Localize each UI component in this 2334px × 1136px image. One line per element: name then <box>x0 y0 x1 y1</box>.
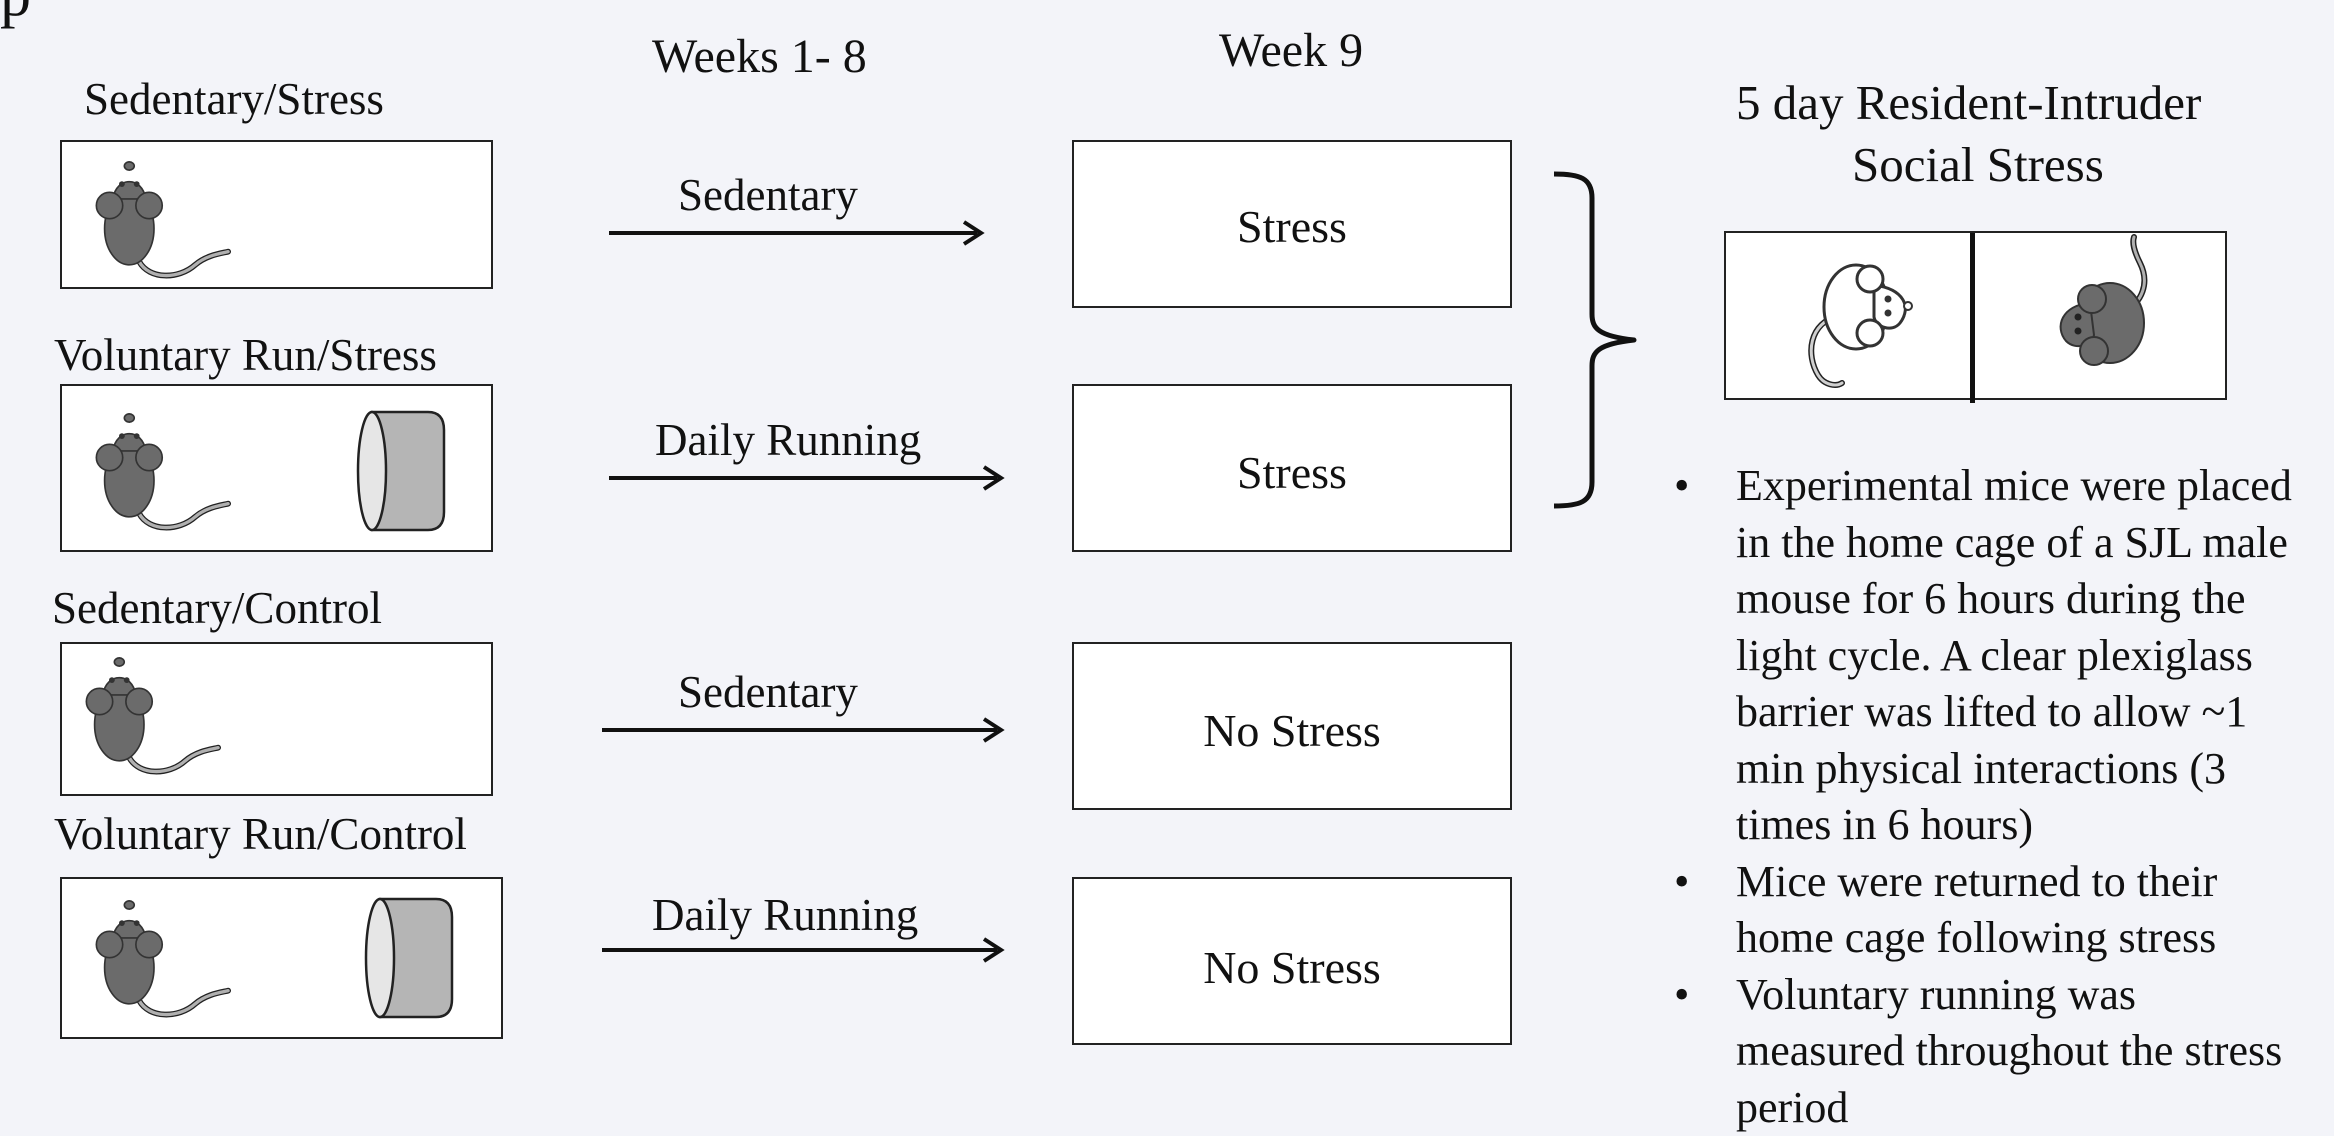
activity-label: Sedentary <box>678 170 858 220</box>
activity-label: Daily Running <box>652 890 919 940</box>
resident-intruder-cage <box>1724 231 2227 403</box>
bracket-icon <box>1553 171 1637 509</box>
group-label: Sedentary/Control <box>52 583 382 633</box>
group-cage-box <box>60 642 493 796</box>
week9-condition-label: Stress <box>1237 201 1347 252</box>
intruder-mouse-icon <box>2059 234 2148 366</box>
bullet-dot: • <box>1674 969 1690 1019</box>
bullet-text: Mice were returned to their home cage fo… <box>1736 856 2218 963</box>
week9-condition-box: Stress <box>1072 384 1512 552</box>
arrow-icon <box>609 220 985 246</box>
protocol-bullet-list: • Experimental mice were placed in the h… <box>1674 458 2334 1136</box>
cage-divider <box>1970 233 1975 403</box>
bullet-dot: • <box>1674 856 1690 906</box>
week9-condition-box: No Stress <box>1072 877 1512 1045</box>
bullet-item: • Voluntary running was measured through… <box>1674 967 2334 1136</box>
header-weeks-1-8: Weeks 1- 8 <box>652 30 867 83</box>
mouse-icon <box>88 652 228 784</box>
group-label: Voluntary Run/Stress <box>54 330 437 380</box>
week9-condition-label: No Stress <box>1203 942 1381 993</box>
bullet-item: • Experimental mice were placed in the h… <box>1674 458 2334 854</box>
group-cage-box <box>60 140 493 289</box>
activity-label: Daily Running <box>655 415 922 465</box>
group-cage-box <box>60 877 503 1039</box>
running-wheel-icon <box>356 410 446 532</box>
bullet-text: Experimental mice were placed in the hom… <box>1736 461 2292 849</box>
protocol-title-line-1: 5 day Resident-Intruder <box>1736 75 2202 130</box>
mouse-icon <box>98 895 238 1027</box>
arrow-icon <box>602 937 1005 963</box>
protocol-title-line-2: Social Stress <box>1852 137 2104 192</box>
white-mouse-icon <box>1808 263 1913 388</box>
activity-label: Sedentary <box>678 667 858 717</box>
week9-condition-label: Stress <box>1237 447 1347 498</box>
running-wheel-icon <box>364 897 454 1019</box>
bullet-item: • Mice were returned to their home cage … <box>1674 854 2334 967</box>
week9-condition-box: Stress <box>1072 140 1512 308</box>
mouse-icon <box>98 156 238 288</box>
week9-condition-label: No Stress <box>1203 705 1381 756</box>
bullet-dot: • <box>1674 461 1690 510</box>
week9-condition-box: No Stress <box>1072 642 1512 810</box>
bullet-text: Voluntary running was measured throughou… <box>1736 969 2283 1132</box>
arrow-icon <box>602 717 1005 743</box>
arrow-icon <box>609 465 1005 491</box>
group-label: Sedentary/Stress <box>84 74 384 124</box>
group-label: Voluntary Run/Control <box>54 809 467 859</box>
header-week-9: Week 9 <box>1219 24 1364 77</box>
title-fragment: p <box>0 0 31 26</box>
mouse-icon <box>98 408 238 540</box>
group-cage-box <box>60 384 493 552</box>
